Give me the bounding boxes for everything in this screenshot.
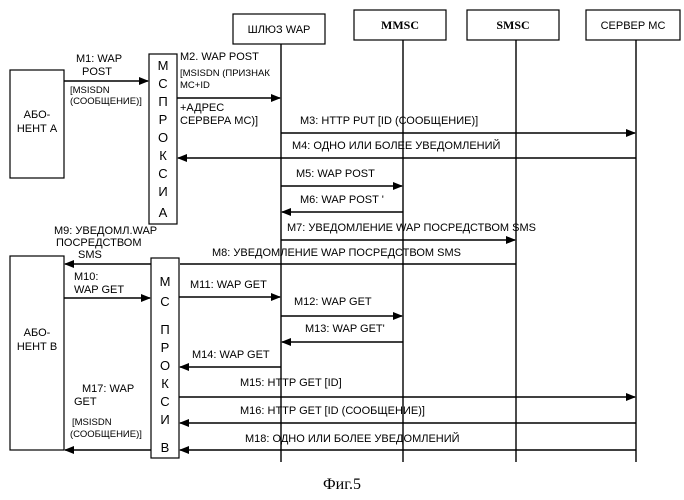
proxy-a-letter: А: [159, 205, 168, 220]
m2-label-line1: M2. WAP POST: [180, 51, 259, 63]
m17-label-line2: GET: [74, 396, 97, 408]
m1-sub-line1: [MSISDN: [70, 85, 110, 96]
proxy-b-letter: И: [160, 412, 169, 427]
m3-label: M3: HTTP PUT [ID (СООБЩЕНИЕ)]: [300, 115, 478, 127]
m10-label-line1: M10:: [74, 271, 98, 283]
proxy-b-box: М С П Р О К С И В: [151, 258, 179, 458]
header-mmsc: MMSC: [354, 10, 446, 40]
proxy-b-letter: В: [161, 440, 170, 455]
header-smsc: SMSC: [467, 10, 559, 40]
m2-label-line4: +АДРЕС: [180, 102, 224, 114]
m9-label-line1: M9: УВЕДОМЛ.WAP: [54, 225, 157, 237]
message-m6: M6: WAP POST ': [282, 194, 403, 212]
proxy-a-letter: С: [158, 166, 167, 181]
proxy-a-letter: Р: [159, 112, 168, 127]
proxy-a-letter: И: [158, 184, 167, 199]
m17-sub-line2: (СООБЩЕНИЕ)]: [70, 429, 142, 440]
proxy-a-letter: П: [158, 94, 167, 109]
m11-label: M11: WAP GET: [190, 279, 267, 291]
m2-label-line2: [MSISDN (ПРИЗНАК: [180, 68, 270, 79]
message-m11: M11: WAP GET: [179, 279, 280, 297]
message-m14: M14: WAP GET: [180, 349, 281, 367]
message-m13: M13: WAP GET': [282, 323, 403, 342]
message-m1: M1: WAP POST [MSISDN (СООБЩЕНИЕ)]: [64, 53, 148, 107]
m18-label: M18: ОДНО ИЛИ БОЛЕЕ УВЕДОМЛЕНИЙ: [245, 432, 460, 445]
m2-label-line5: СЕРВЕРА МС)]: [180, 115, 258, 127]
message-m7: M7: УВЕДОМЛЕНИЕ WAP ПОСРЕДСТВОМ SMS: [281, 222, 536, 240]
m8-label: M8: УВЕДОМЛЕНИЕ WAP ПОСРЕДСТВОМ SMS: [212, 247, 461, 259]
m14-label: M14: WAP GET: [192, 349, 270, 361]
proxy-b-letter: С: [160, 394, 169, 409]
proxy-a-letter: О: [158, 130, 168, 145]
proxy-a-letter: К: [159, 148, 167, 163]
m1-sub-line2: (СООБЩЕНИЕ)]: [70, 96, 142, 107]
m6-label: M6: WAP POST ': [300, 194, 384, 206]
proxy-b-letter: Р: [161, 340, 170, 355]
proxy-b-letter: С: [160, 294, 169, 309]
m12-label: M12: WAP GET: [294, 296, 372, 308]
m13-label: M13: WAP GET': [305, 323, 385, 335]
m16-label: M16: HTTP GET [ID (СООБЩЕНИЕ)]: [240, 405, 425, 417]
m10-label-line2: WAP GET: [74, 284, 124, 296]
proxy-a-letter: М: [158, 58, 169, 73]
proxy-b-letter: М: [160, 274, 171, 289]
message-m5: M5: WAP POST: [281, 168, 402, 186]
message-m4: M4: ОДНО ИЛИ БОЛЕЕ УВЕДОМЛЕНИЙ: [178, 139, 636, 158]
header-gateway: ШЛЮЗ WAP: [233, 14, 325, 44]
m9-label-line2: ПОСРЕДСТВОМ: [56, 237, 142, 249]
message-m2: M2. WAP POST [MSISDN (ПРИЗНАК MC+ID +АДР…: [177, 51, 280, 127]
m7-label: M7: УВЕДОМЛЕНИЕ WAP ПОСРЕДСТВОМ SMS: [287, 222, 536, 234]
message-m10: M10: WAP GET: [64, 271, 150, 298]
proxy-a-box: М С П Р О К С И А: [149, 54, 177, 224]
subscriber-b-line2: НЕНТ В: [17, 341, 57, 353]
m1-label-line2: POST: [82, 66, 112, 78]
header-server-label: СЕРВЕР МС: [601, 20, 666, 32]
header-gateway-label: ШЛЮЗ WAP: [248, 24, 311, 36]
subscriber-a-line1: АБО-: [24, 109, 51, 121]
proxy-a-letter: С: [158, 76, 167, 91]
message-m17: M17: WAP GET [MSISDN (СООБЩЕНИЕ)]: [70, 383, 142, 440]
message-m8: M8: УВЕДОМЛЕНИЕ WAP ПОСРЕДСТВОМ SMS: [65, 247, 516, 264]
message-m12: M12: WAP GET: [281, 296, 402, 316]
m9-label-line3: SMS: [78, 249, 102, 261]
proxy-b-letter: О: [160, 358, 170, 373]
m17-label-line1: M17: WAP: [82, 383, 134, 395]
message-m16: M16: HTTP GET [ID (СООБЩЕНИЕ)]: [180, 405, 636, 423]
message-m9: M9: УВЕДОМЛ.WAP ПОСРЕДСТВОМ SMS: [54, 225, 157, 261]
subscriber-b-box: АБО- НЕНТ В: [10, 256, 64, 450]
subscriber-a-line2: НЕНТ А: [17, 123, 58, 135]
m5-label: M5: WAP POST: [296, 168, 375, 180]
message-m15: M15: HTTP GET [ID]: [179, 377, 635, 397]
m15-label: M15: HTTP GET [ID]: [240, 377, 342, 389]
proxy-b-letter: К: [161, 376, 169, 391]
header-server: СЕРВЕР МС: [586, 10, 680, 40]
m1-label-line1: M1: WAP: [76, 53, 122, 65]
m17-sub-line1: [MSISDN: [72, 417, 112, 428]
subscriber-b-line1: АБО-: [24, 327, 51, 339]
proxy-b-letter: П: [160, 322, 169, 337]
m2-label-line3: MC+ID: [180, 80, 210, 91]
subscriber-a-box: АБО- НЕНТ А: [10, 70, 64, 178]
m4-label: M4: ОДНО ИЛИ БОЛЕЕ УВЕДОМЛЕНИЙ: [292, 139, 500, 152]
figure-caption: Фиг.5: [323, 476, 361, 493]
header-mmsc-label: MMSC: [381, 18, 419, 32]
message-m3: M3: HTTP PUT [ID (СООБЩЕНИЕ)]: [281, 115, 635, 133]
header-smsc-label: SMSC: [496, 18, 529, 32]
